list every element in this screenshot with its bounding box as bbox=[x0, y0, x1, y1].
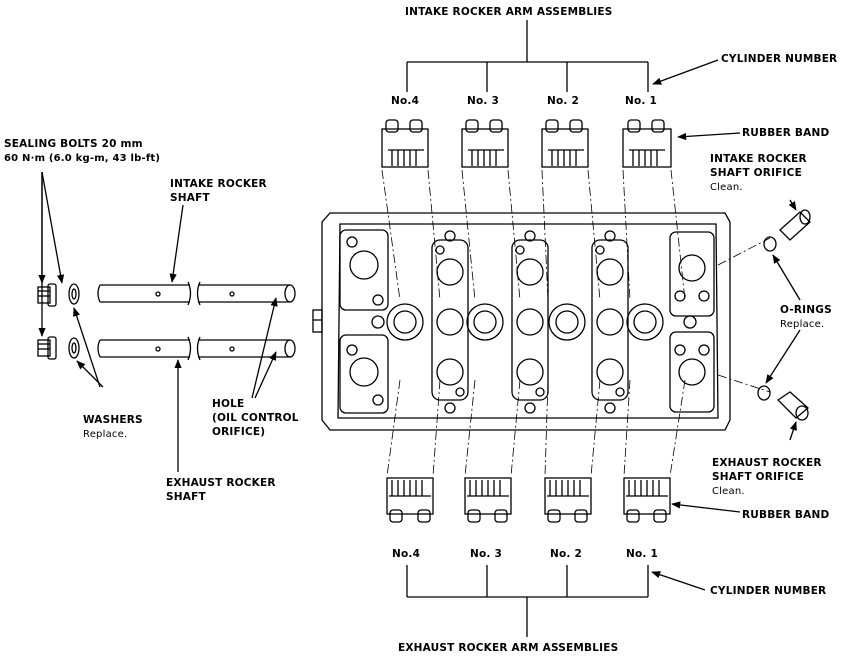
exhaust-orifice-label-2: SHAFT ORIFICE bbox=[712, 471, 804, 483]
exhaust-bracket bbox=[406, 565, 649, 637]
exhaust-orifice-note: Clean. bbox=[712, 486, 745, 497]
hole-label-3: ORIFICE) bbox=[212, 426, 266, 438]
rubber-band-top-label: RUBBER BAND bbox=[742, 127, 830, 139]
bottom-cylinder-4: No.4 bbox=[392, 548, 421, 560]
bottom-cylinder-2: No. 2 bbox=[550, 548, 582, 560]
exhaust-rocker-assembly-2 bbox=[544, 477, 592, 523]
bottom-cylinder-3: No. 3 bbox=[470, 548, 502, 560]
exhaust-rocker-assembly-4 bbox=[386, 477, 434, 523]
intake-rocker-assembly-1 bbox=[622, 119, 672, 168]
sealing-bolts-label-1: SEALING BOLTS 20 mm bbox=[4, 138, 143, 150]
exhaust-orifice-label-1: EXHAUST ROCKER bbox=[712, 457, 822, 469]
hole-label-2: (OIL CONTROL bbox=[212, 412, 299, 424]
top-cylinder-3: No. 3 bbox=[467, 95, 499, 107]
intake-orifice-label-1: INTAKE ROCKER bbox=[710, 153, 807, 165]
rubber-band-arrow-bottom bbox=[671, 501, 741, 513]
intake-shaft-orifice bbox=[779, 209, 811, 241]
cylinder-number-top-label: CYLINDER NUMBER bbox=[721, 53, 838, 65]
cylinder-number-bottom-label: CYLINDER NUMBER bbox=[710, 585, 827, 597]
intake-rocker-assembly-2 bbox=[541, 119, 589, 168]
washer-lower bbox=[68, 337, 80, 359]
intake-rocker-assembly-4 bbox=[381, 119, 429, 168]
washers-label: WASHERS bbox=[83, 414, 143, 426]
exhaust-shaft-orifice bbox=[776, 391, 809, 421]
exhaust-shaft-label-2: SHAFT bbox=[166, 491, 206, 503]
o-rings-note: Replace. bbox=[780, 319, 825, 330]
bottom-cylinder-1: No. 1 bbox=[626, 548, 658, 560]
hole-label-1: HOLE bbox=[212, 398, 245, 410]
sealing-bolts-label-2: 60 N·m (6.0 kg-m, 43 lb-ft) bbox=[4, 153, 161, 164]
intake-rocker-shaft bbox=[97, 281, 296, 306]
intake-orifice-label-2: SHAFT ORIFICE bbox=[710, 167, 802, 179]
cylinder-number-arrow-bottom bbox=[651, 571, 706, 591]
o-rings-label: O-RINGS bbox=[780, 304, 832, 316]
exhaust-assemblies-label: EXHAUST ROCKER ARM ASSEMBLIES bbox=[398, 642, 619, 654]
exhaust-rocker-assembly-3 bbox=[464, 477, 512, 523]
rubber-band-arrow-top bbox=[677, 132, 741, 141]
cylinder-head bbox=[312, 212, 731, 431]
exhaust-shaft-label-1: EXHAUST ROCKER bbox=[166, 477, 276, 489]
cylinder-number-arrow-top bbox=[652, 59, 719, 85]
intake-rocker-assembly-3 bbox=[461, 119, 509, 168]
intake-assemblies-label: INTAKE ROCKER ARM ASSEMBLIES bbox=[405, 6, 613, 18]
o-ring-upper bbox=[763, 236, 777, 252]
rubber-band-bottom-label: RUBBER BAND bbox=[742, 509, 830, 521]
top-cylinder-2: No. 2 bbox=[547, 95, 579, 107]
sealing-bolt-upper bbox=[37, 283, 57, 307]
intake-shaft-label-1: INTAKE ROCKER bbox=[170, 178, 267, 190]
sealing-bolt-lower bbox=[37, 336, 57, 360]
exhaust-rocker-assembly-1 bbox=[623, 477, 671, 523]
top-cylinder-1: No. 1 bbox=[625, 95, 657, 107]
o-ring-lower bbox=[757, 385, 771, 401]
top-cylinder-4: No.4 bbox=[391, 95, 420, 107]
intake-bracket bbox=[406, 20, 649, 92]
washer-upper bbox=[68, 283, 80, 305]
intake-shaft-label-2: SHAFT bbox=[170, 192, 210, 204]
washers-note: Replace. bbox=[83, 429, 128, 440]
intake-orifice-note: Clean. bbox=[710, 182, 743, 193]
